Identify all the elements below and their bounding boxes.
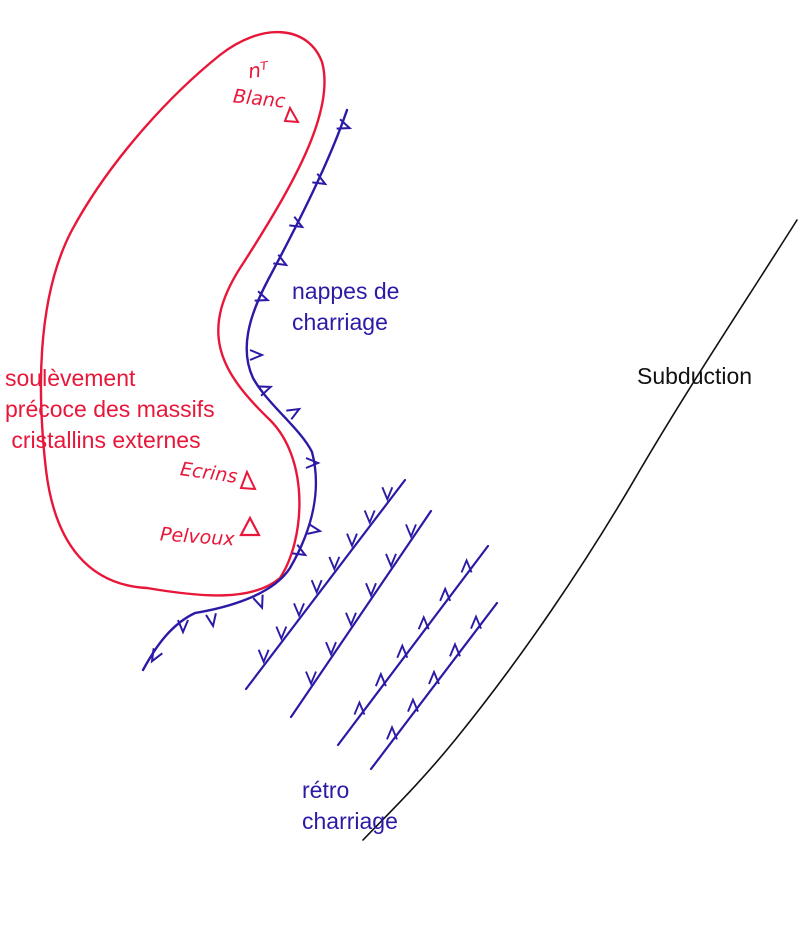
retro-thrust-line-1	[244, 478, 407, 691]
retro-tooth	[363, 510, 376, 525]
thrust-tooth	[254, 290, 271, 302]
retro-tooth	[417, 614, 430, 630]
thrust-tooth	[312, 173, 328, 186]
thrust-tooth	[257, 385, 274, 397]
retro-tooth	[293, 602, 305, 618]
uplift-description-label: soulèvement précoce des massifs cristall…	[5, 365, 215, 453]
retro-tooth	[470, 614, 482, 630]
retro-tooth	[385, 553, 397, 569]
thrust-front-teeth	[150, 118, 353, 664]
thrust-tooth	[150, 648, 163, 664]
retro-tooth	[407, 697, 419, 713]
retro-tooth	[386, 724, 398, 740]
thrust-tooth	[336, 118, 353, 130]
thrust-tooth	[289, 216, 305, 229]
retro-tooth	[275, 626, 288, 642]
thrust-tooth	[249, 349, 265, 361]
subduction-line	[362, 219, 798, 841]
mont-blanc-label-top: nᵀ	[246, 56, 270, 84]
retro-tooth	[439, 586, 452, 602]
thrust-tooth	[305, 457, 321, 469]
retro-tooth	[346, 533, 358, 549]
thrust-tooth	[273, 254, 289, 267]
retro-thrust-lines	[244, 478, 499, 771]
retro-tooth	[345, 612, 357, 628]
ecrins-triangle	[239, 469, 257, 491]
thrust-tooth	[252, 594, 264, 611]
mont-blanc-triangle	[283, 105, 300, 124]
retro-tooth	[428, 669, 440, 685]
thrust-tooth	[205, 613, 217, 629]
retro-thrust-teeth	[257, 486, 482, 740]
retro-tooth	[381, 486, 394, 502]
retro-thrust-line-2	[289, 509, 433, 719]
retro-tooth	[353, 700, 366, 715]
thrust-tooth	[292, 544, 308, 557]
retro-tooth	[328, 556, 341, 572]
pelvoux-triangle	[239, 515, 261, 537]
thrust-tooth	[177, 619, 189, 635]
retro-tooth	[460, 557, 473, 573]
retro-tooth	[257, 649, 270, 665]
retro-tooth	[310, 579, 323, 595]
retro-tooth	[305, 671, 317, 687]
retro-thrust-line-4	[369, 601, 499, 771]
thrust-tooth	[307, 523, 323, 535]
retro-tooth	[396, 643, 409, 659]
subduction-label: Subduction	[637, 363, 753, 389]
thrust-tooth	[286, 407, 302, 420]
retro-charriage-label: rétro charriage	[302, 777, 398, 834]
nappes-de-charriage-label: nappes de charriage	[292, 278, 400, 335]
retro-tooth	[374, 671, 387, 687]
retro-tooth	[449, 641, 461, 657]
uplift-zone-outline	[39, 31, 326, 597]
retro-tooth	[365, 582, 377, 598]
retro-tooth	[325, 641, 337, 657]
retro-tooth	[405, 524, 417, 539]
